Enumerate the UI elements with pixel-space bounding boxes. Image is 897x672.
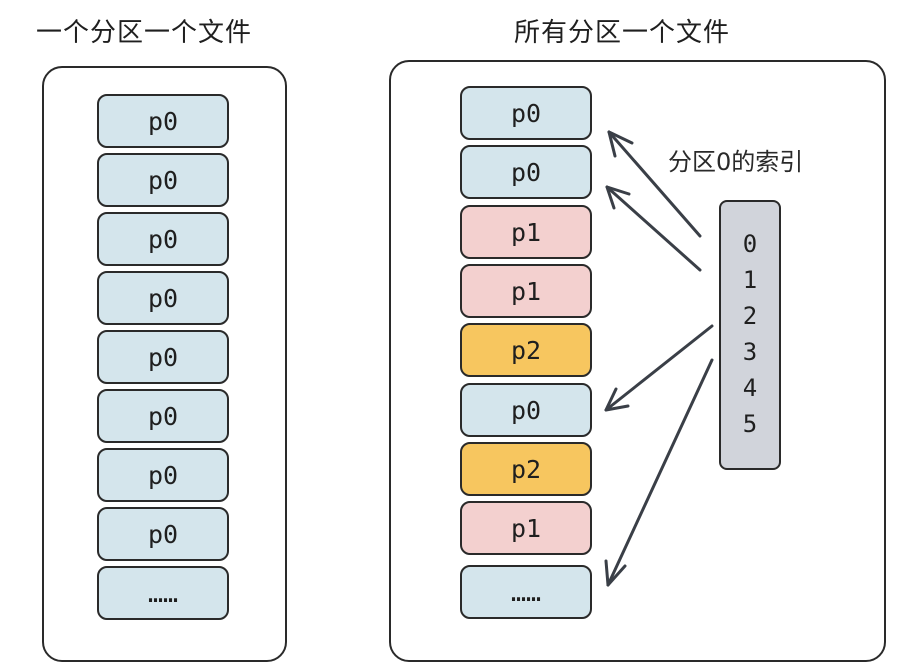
index-box: 0 1 2 3 4 5: [719, 200, 781, 470]
right-cell: p2: [460, 323, 592, 377]
right-cell: p1: [460, 264, 592, 318]
index-value: 4: [742, 374, 758, 402]
arrow-to-row6: [604, 324, 714, 412]
left-cell: p0: [97, 330, 229, 384]
arrow-to-row9: [606, 358, 714, 587]
right-title: 所有分区一个文件: [514, 18, 731, 48]
arrow-head: [604, 559, 627, 587]
right-cell: p2: [460, 442, 592, 496]
right-cell: ……: [460, 565, 592, 619]
arrow-to-row2: [605, 185, 702, 272]
arrow-head: [605, 185, 631, 210]
arrow-head: [607, 130, 634, 158]
left-title: 一个分区一个文件: [36, 18, 253, 48]
index-value: 1: [742, 266, 758, 294]
right-cell: p0: [460, 145, 592, 199]
index-value: 0: [742, 230, 758, 258]
left-cell: p0: [97, 212, 229, 266]
left-cell: p0: [97, 389, 229, 443]
right-cell: p0: [460, 383, 592, 437]
left-cell: p0: [97, 94, 229, 148]
right-cell: p1: [460, 501, 592, 555]
left-cell: p0: [97, 153, 229, 207]
index-value: 5: [742, 410, 758, 438]
left-cell: ……: [97, 566, 229, 620]
left-cell: p0: [97, 507, 229, 561]
arrow-head: [604, 387, 630, 412]
index-value: 2: [742, 302, 758, 330]
right-cell: p0: [460, 86, 592, 140]
left-cell: p0: [97, 271, 229, 325]
right-cell: p1: [460, 205, 592, 259]
index-value: 3: [742, 338, 758, 366]
left-cell: p0: [97, 448, 229, 502]
arrow-to-row1: [607, 130, 702, 238]
index-label: 分区0的索引: [668, 148, 804, 176]
